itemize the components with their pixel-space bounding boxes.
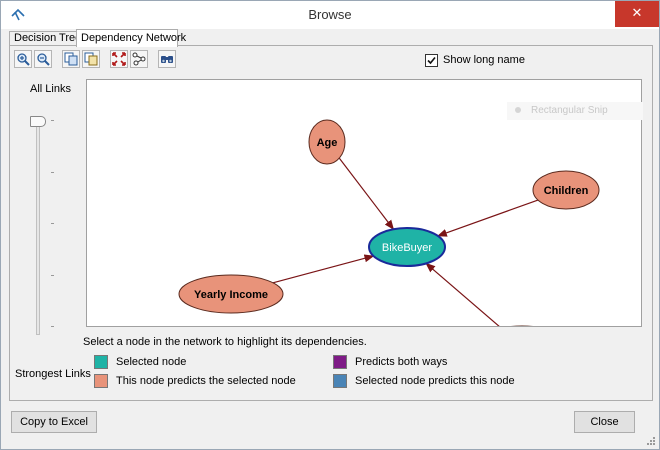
app-icon [11, 8, 25, 21]
legend-swatch [94, 355, 108, 369]
layout-button[interactable] [130, 50, 148, 68]
edge-yearly-income-to-bikebuyer [272, 254, 375, 284]
zoom-in-button[interactable] [14, 50, 32, 68]
zoom-in-icon [17, 53, 30, 66]
rectangular-snip-overlay: Rectangular Snip [507, 102, 643, 120]
tab-dependency-network[interactable]: Dependency Network [76, 29, 186, 47]
copy-to-excel-button[interactable]: Copy to Excel [11, 411, 97, 433]
edge-age-to-bikebuyer [338, 157, 395, 231]
legend-swatch [94, 374, 108, 388]
node-children[interactable]: Children [532, 170, 600, 210]
network-hint-text: Select a node in the network to highligh… [83, 336, 367, 348]
legend-label: This node predicts the selected node [116, 375, 296, 387]
legend-swatch [333, 374, 347, 388]
slider-tick [51, 172, 54, 173]
node-shape[interactable] [532, 170, 600, 210]
node-yearly-income[interactable]: Yearly Income [178, 274, 284, 314]
node-bikebuyer[interactable]: BikeBuyer [368, 227, 446, 267]
slider-tick [51, 120, 54, 121]
fit-to-window-button[interactable] [110, 50, 128, 68]
title-bar: Browse ✕ [1, 1, 659, 29]
zoom-out-button[interactable] [34, 50, 52, 68]
rectangular-snip-label: Rectangular Snip [531, 105, 608, 116]
edge-marital-status-to-bikebuyer [425, 262, 500, 326]
node-age[interactable]: Age [308, 119, 346, 165]
node-shape[interactable] [178, 274, 284, 314]
node-shape[interactable] [308, 119, 346, 165]
node-label: Children [544, 185, 589, 197]
window-title: Browse [308, 7, 352, 22]
zoom-out-icon [37, 53, 50, 66]
tab-decision-tree[interactable]: Decision Tree [9, 31, 81, 46]
copy-graph-button[interactable] [62, 50, 80, 68]
find-node-icon [161, 56, 173, 63]
node-label: BikeBuyer [382, 242, 432, 254]
node-label: Age [317, 137, 338, 149]
checkmark-icon [427, 56, 436, 65]
strongest-links-label: Strongest Links [15, 368, 91, 380]
dependency-network-panel: Show long name All Links Strongest Links… [9, 45, 653, 401]
legend-swatch [333, 355, 347, 369]
show-long-name-checkbox[interactable] [425, 54, 438, 67]
legend-label: Selected node predicts this node [355, 375, 515, 387]
link-strength-slider-thumb[interactable] [30, 116, 46, 127]
slider-tick [51, 326, 54, 327]
fit-to-window-icon [112, 52, 126, 66]
legend-label: Selected node [116, 356, 187, 368]
copy-graph-view-button[interactable] [82, 50, 100, 68]
resize-grip-icon[interactable] [646, 436, 656, 446]
close-button[interactable]: Close [574, 411, 635, 433]
edge-children-to-bikebuyer [436, 199, 539, 237]
legend-label: Predicts both ways [355, 356, 448, 368]
all-links-label: All Links [30, 83, 71, 95]
copy-graph-icon [64, 52, 78, 66]
node-shape[interactable] [368, 227, 446, 267]
snip-icon [515, 107, 521, 113]
node-label: Yearly Income [194, 289, 268, 301]
link-strength-slider-track[interactable] [36, 119, 40, 335]
window-close-button[interactable]: ✕ [615, 1, 659, 27]
layout-icon [132, 52, 146, 66]
find-node-button[interactable] [158, 50, 176, 68]
slider-tick [51, 223, 54, 224]
copy-graph-view-icon [84, 52, 98, 66]
show-long-name-label: Show long name [443, 54, 525, 66]
slider-tick [51, 275, 54, 276]
